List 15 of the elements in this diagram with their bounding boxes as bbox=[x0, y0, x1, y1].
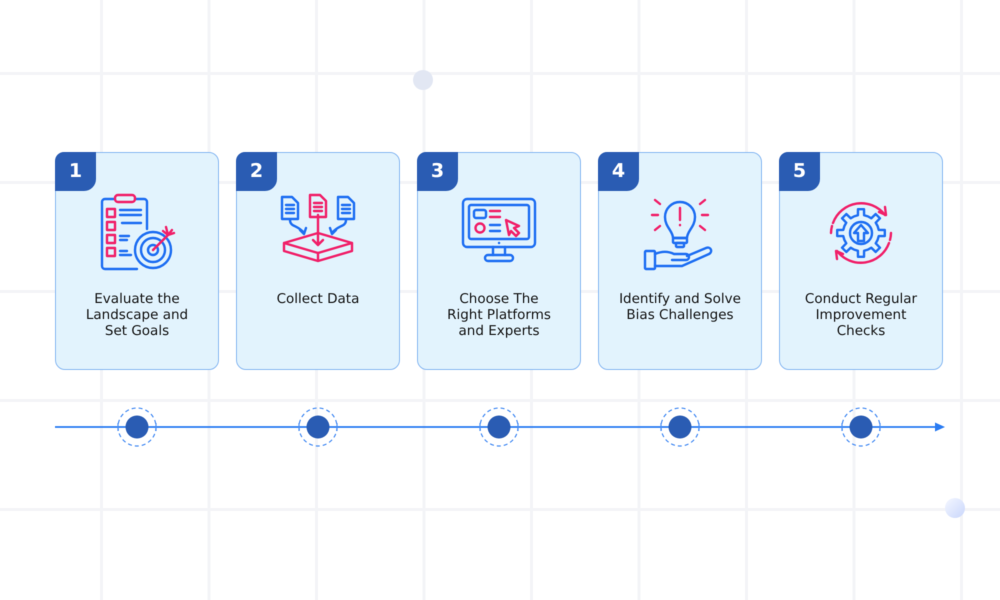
step-number-badge: 5 bbox=[779, 152, 820, 191]
step-number-badge: 1 bbox=[55, 152, 96, 191]
step-card bbox=[236, 152, 400, 370]
step-title: Conduct Regular Improvement Checks bbox=[804, 291, 918, 339]
step-card bbox=[55, 152, 219, 370]
step-number-badge: 4 bbox=[598, 152, 639, 191]
step-card bbox=[598, 152, 762, 370]
step-title: Evaluate the Landscape and Set Goals bbox=[84, 291, 190, 339]
step-title: Choose The Right Platforms and Experts bbox=[446, 291, 552, 339]
step-title: Identify and Solve Bias Challenges bbox=[618, 291, 742, 323]
step-title: Collect Data bbox=[276, 291, 360, 307]
step-card bbox=[779, 152, 943, 370]
step-number-badge: 3 bbox=[417, 152, 458, 191]
step-card bbox=[417, 152, 581, 370]
step-number-badge: 2 bbox=[236, 152, 277, 191]
